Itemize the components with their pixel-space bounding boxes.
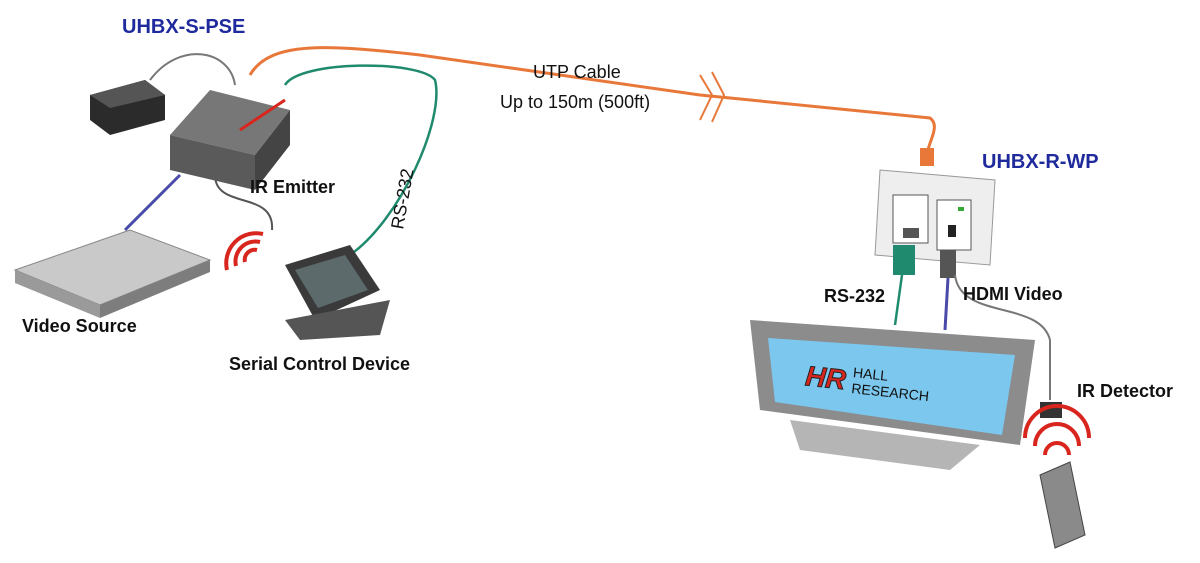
video-source-device — [13, 229, 212, 318]
serial-control-device — [285, 245, 390, 340]
rs232-connector — [893, 245, 915, 275]
receiver-title: UHBX-R-WP — [982, 151, 1099, 173]
svg-text:HALL: HALL — [852, 364, 889, 384]
hall-research-logo: HR HALL RESEARCH — [803, 360, 929, 404]
cable-label-length: Up to 150m (500ft) — [500, 92, 650, 112]
serial-control-label: Serial Control Device — [229, 354, 410, 374]
ir-emitter-label: IR Emitter — [250, 177, 335, 197]
hdmi-video-label: HDMI Video — [963, 284, 1063, 304]
ir-emitter-cable — [214, 174, 274, 231]
utp-connector — [920, 148, 934, 166]
tv-display — [750, 320, 1035, 470]
ir-detector-label: IR Detector — [1077, 381, 1173, 401]
remote-control — [1039, 461, 1086, 549]
ir-signal-icon — [224, 231, 264, 271]
wall-plate — [874, 169, 996, 266]
power-cable — [149, 53, 236, 86]
sender-box — [170, 90, 290, 190]
rs232-right-label: RS-232 — [824, 286, 885, 306]
rs232-cable-right — [893, 274, 904, 326]
hdmi-cable-left — [123, 173, 182, 232]
sender-title: UHBX-S-PSE — [122, 16, 245, 38]
power-supply — [90, 80, 165, 135]
ir-signal-icon-right — [1023, 404, 1091, 456]
cable-label-type: UTP Cable — [533, 62, 621, 82]
utp-cable — [248, 46, 936, 151]
hdmi-cable-right — [943, 277, 950, 331]
svg-text:HR: HR — [804, 360, 848, 395]
ir-detector-cable — [954, 274, 1051, 400]
rs232-left-label: RS-232 — [387, 167, 417, 231]
hdmi-connector — [940, 250, 956, 278]
cable-break-icon — [699, 71, 726, 123]
video-source-label: Video Source — [22, 316, 137, 336]
rs232-cable-left — [283, 64, 438, 257]
